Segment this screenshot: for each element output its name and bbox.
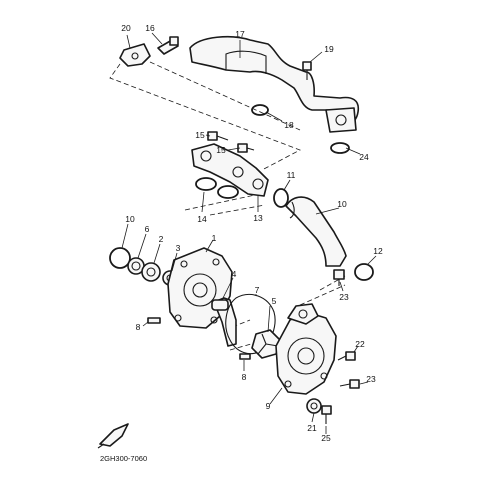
catalog-code: 2GH300-7060	[100, 454, 147, 463]
hose-14	[285, 196, 347, 267]
callout-17: 13	[253, 213, 263, 223]
callout-8-left: 8	[136, 322, 141, 332]
callout-15-lower: 12	[373, 246, 383, 256]
bolt-24	[302, 61, 312, 80]
callout-10-lower: 25	[321, 433, 331, 443]
o-ring-18a	[195, 177, 217, 191]
leader-lines	[121, 32, 377, 434]
callout-2: 2	[159, 234, 164, 244]
o-ring-15a	[273, 188, 289, 208]
washer-11	[306, 398, 322, 414]
joint-pipe-17	[191, 143, 269, 197]
o-ring-23b	[330, 142, 350, 154]
callout-12: 10	[125, 214, 135, 224]
coolant-pipe-22	[189, 35, 360, 133]
o-ring-18b	[217, 185, 239, 199]
callout-25: 20	[121, 23, 131, 33]
callout-22: 17	[235, 29, 245, 39]
callout-9: 9	[266, 401, 271, 411]
callout-5: 5	[272, 296, 277, 306]
front-arrow-icon	[97, 423, 129, 449]
bolt-16	[333, 269, 345, 286]
callout-16: 23	[339, 292, 349, 302]
bolt-13	[339, 379, 360, 389]
pump-housing-9	[275, 303, 337, 395]
callout-labels: 20 16 17 19 18 24 15 15 14 13 11 10 12 2…	[121, 23, 383, 443]
callout-7: 7	[255, 285, 260, 295]
o-ring-12	[109, 247, 131, 269]
dowel-pin-8a	[147, 317, 161, 324]
impeller-shaft-4	[211, 297, 237, 347]
callout-3: 3	[176, 243, 181, 253]
callout-24: 19	[324, 44, 334, 54]
o-ring-15b	[354, 263, 374, 281]
callout-11: 21	[307, 423, 317, 433]
callout-1: 1	[212, 233, 217, 243]
bolt-19	[207, 131, 229, 141]
callout-6: 6	[145, 224, 150, 234]
assembly-dashed-lines	[109, 61, 346, 351]
callout-21: 16	[145, 23, 155, 33]
callout-23-upper: 18	[284, 120, 294, 130]
bolt-20	[237, 143, 255, 153]
callout-13: 23	[366, 374, 376, 384]
bolt-10a	[337, 351, 356, 361]
callout-10-upper: 22	[355, 339, 365, 349]
callout-8-right: 8	[242, 372, 247, 382]
bolt-10b	[321, 405, 332, 424]
seal-2	[141, 262, 161, 282]
callout-4: 4	[232, 269, 237, 279]
callout-20: 15	[216, 145, 226, 155]
clamp-25	[119, 43, 151, 67]
bolt-21	[157, 36, 179, 55]
callout-18: 14	[197, 214, 207, 224]
callout-19: 15	[195, 130, 205, 140]
callout-23-lower: 24	[359, 152, 369, 162]
o-ring-23a	[251, 104, 269, 116]
callout-15-upper: 11	[287, 170, 296, 180]
callout-14: 10	[337, 199, 347, 209]
dowel-pin-8b	[239, 353, 251, 360]
